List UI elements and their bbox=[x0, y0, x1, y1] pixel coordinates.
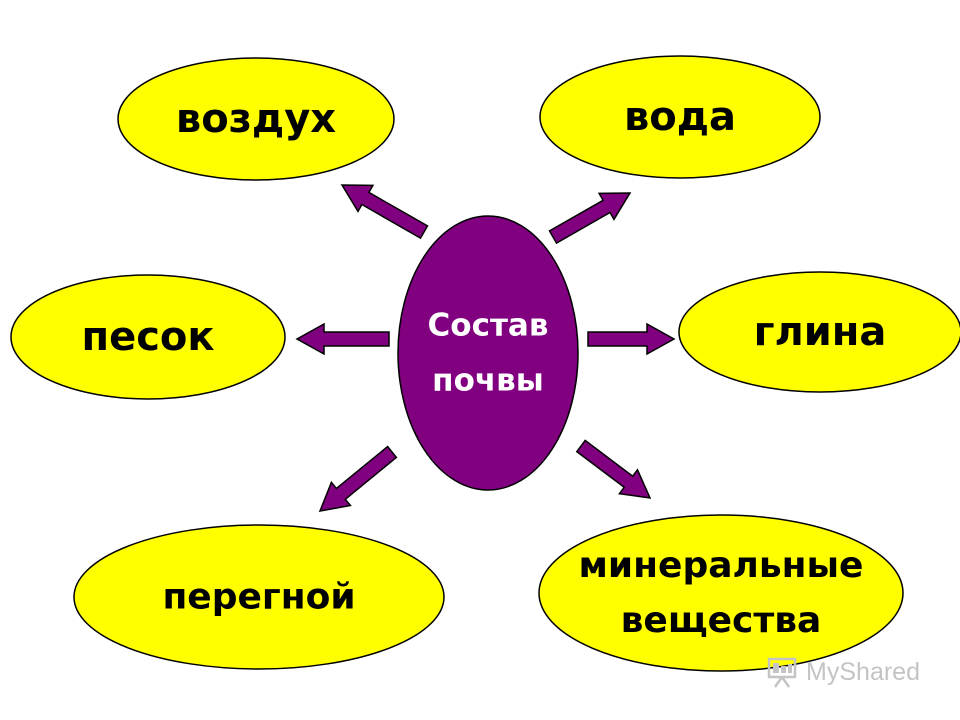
node-glina-label: глина bbox=[754, 309, 887, 355]
center-node-label-line-1: Состав bbox=[428, 308, 549, 344]
node-vozdukh-shape bbox=[117, 57, 395, 181]
node-peregnoy-shape bbox=[73, 524, 445, 670]
node-mineralnye-label-line-1: минеральные bbox=[579, 545, 864, 586]
node-glina-shape bbox=[678, 271, 960, 393]
node-peregnoy: перегной bbox=[73, 524, 445, 670]
arrow-to-glina bbox=[587, 322, 676, 356]
center-node-label-line-2: почвы bbox=[432, 363, 544, 399]
arrow-to-mineralnye bbox=[575, 439, 652, 499]
arrow-to-pesok bbox=[295, 322, 390, 356]
watermark-text: MyShared bbox=[806, 657, 920, 686]
presentation-board-icon bbox=[767, 657, 797, 688]
node-voda: вода bbox=[539, 55, 821, 179]
arrow-to-peregnoy bbox=[318, 445, 398, 512]
node-mineralnye-shape bbox=[538, 514, 904, 672]
node-voda-shape bbox=[539, 55, 821, 179]
node-vozdukh-label: воздух bbox=[176, 96, 336, 142]
node-mineralnye-label-line-2: вещества bbox=[621, 600, 822, 641]
watermark: MyShared bbox=[766, 655, 920, 689]
node-pesok-shape bbox=[10, 274, 286, 400]
node-voda-label: вода bbox=[624, 94, 736, 140]
center-node-shape bbox=[397, 215, 579, 491]
node-glina: глина bbox=[678, 271, 960, 393]
node-pesok: песок bbox=[10, 274, 286, 400]
center-node: Состав почвы bbox=[397, 215, 579, 491]
node-peregnoy-label: перегной bbox=[162, 577, 355, 618]
arrow-to-voda bbox=[548, 192, 632, 245]
arrow-to-vozdukh bbox=[340, 184, 429, 240]
node-vozdukh: воздух bbox=[117, 57, 395, 181]
node-mineralnye: минеральные вещества bbox=[538, 514, 904, 672]
node-pesok-label: песок bbox=[81, 314, 214, 360]
